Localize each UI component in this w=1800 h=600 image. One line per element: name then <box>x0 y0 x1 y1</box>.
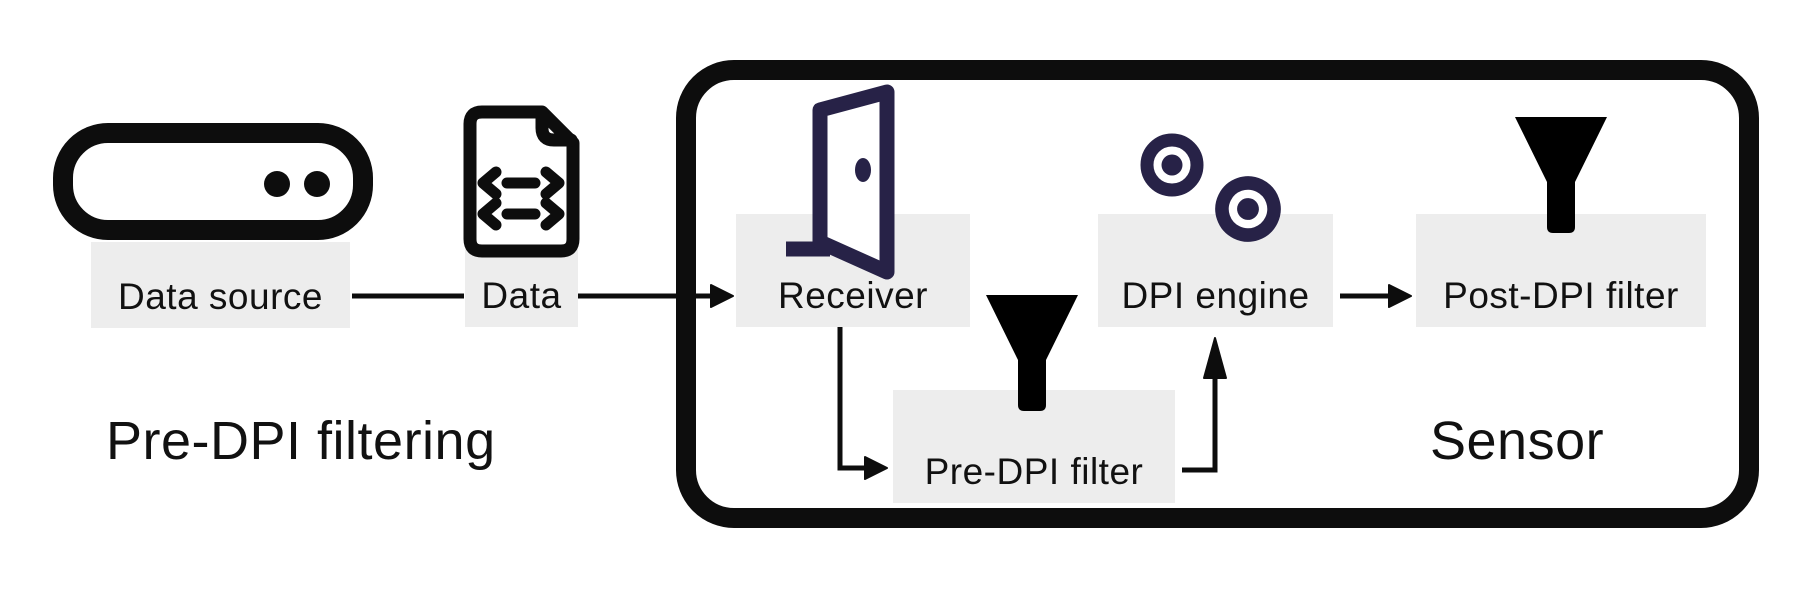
section-label-pre-dpi-filtering: Pre-DPI filtering <box>106 411 496 471</box>
node-label-data: Data <box>465 214 578 327</box>
node-label-dpi-engine: DPI engine <box>1098 214 1333 327</box>
section-label-sensor: Sensor <box>1430 411 1605 471</box>
arrowhead-up-icon <box>1203 337 1227 379</box>
arrowhead-right-icon <box>710 284 734 308</box>
edge-pre-dpi-filter-to-dpi-engine <box>1182 337 1227 473</box>
server-icon <box>53 123 373 240</box>
arrowhead-right-icon <box>1388 284 1412 308</box>
arrowhead-right-icon <box>864 456 888 480</box>
edge-data-to-receiver <box>578 284 734 308</box>
edge-dpi-engine-to-post-dpi-filter <box>1340 284 1412 308</box>
node-label-post-dpi-filter: Post-DPI filter <box>1416 214 1706 327</box>
edge-receiver-to-pre-dpi-filter <box>837 327 888 480</box>
node-label-data-source: Data source <box>91 242 350 328</box>
node-label-receiver: Receiver <box>736 214 970 327</box>
node-label-pre-dpi-filter: Pre-DPI filter <box>893 390 1175 503</box>
